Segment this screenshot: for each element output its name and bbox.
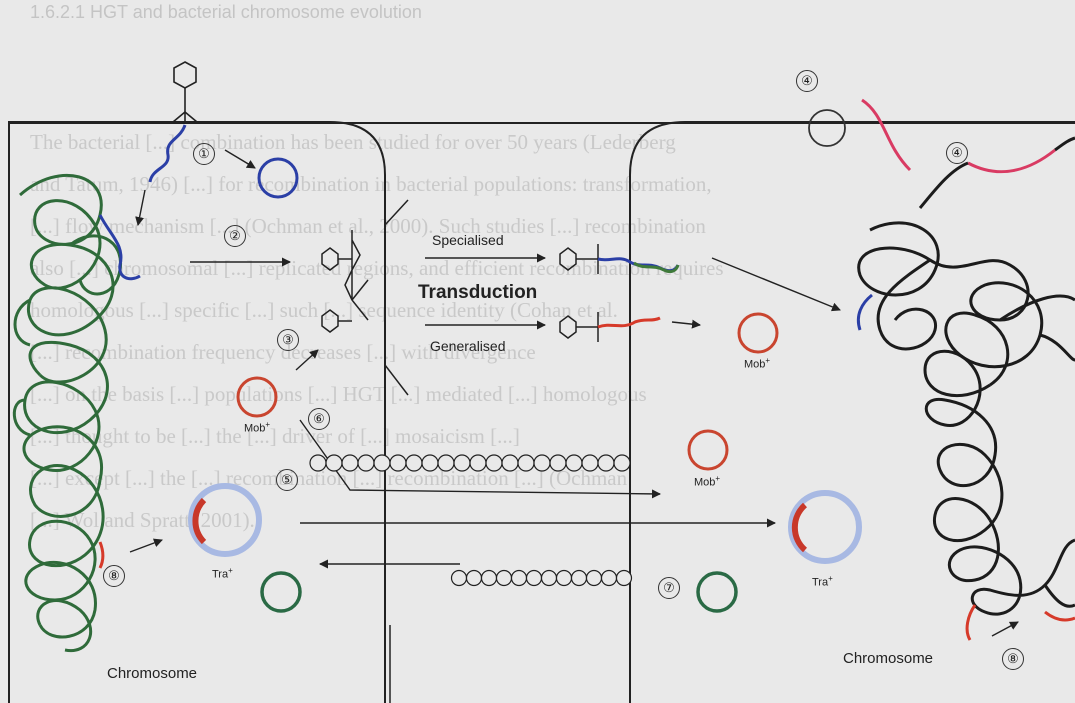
right-chromosome [859, 223, 1075, 614]
pilus-bead [470, 455, 486, 471]
pilus-bead [542, 571, 557, 586]
plus-sign: + [715, 474, 720, 483]
chromosome-label-right: Chromosome [843, 650, 933, 667]
right-chromosome-pink-segment [968, 150, 1055, 172]
step-5-marker: ⑤ [276, 469, 298, 491]
pilus-bead [518, 455, 534, 471]
transduction-label: Transduction [418, 282, 537, 304]
mob-label-recipient: Mob+ [744, 356, 770, 371]
pilus-bead [422, 455, 438, 471]
pilus-bead [486, 455, 502, 471]
pilus-bead [557, 571, 572, 586]
mob-plasmid-recipient [739, 314, 777, 352]
step-8-marker-right: ⑧ [1002, 648, 1024, 670]
pilus-bead [482, 571, 497, 586]
pilus-bead [310, 455, 326, 471]
pilus-bottom [452, 571, 632, 586]
pilus-bead [438, 455, 454, 471]
green-plasmid-donor [262, 573, 300, 611]
step-3-marker: ③ [277, 329, 299, 351]
left-chromosome-red-segment [100, 542, 103, 568]
blue-circular-dna [259, 159, 297, 197]
pilus-bead [452, 571, 467, 586]
chromosome-label-left: Chromosome [107, 665, 197, 682]
tra-label-donor: Tra+ [212, 566, 233, 581]
transducing-phages [560, 244, 598, 342]
phage-dna-blue [150, 125, 185, 182]
mob-plasmid-donor [238, 378, 276, 416]
pilus-bead [390, 455, 406, 471]
pilus-bead [617, 571, 632, 586]
pilus-bead [527, 571, 542, 586]
pilus-bead [614, 455, 630, 471]
step-4-marker-outside: ④ [796, 70, 818, 92]
plus-sign: + [228, 566, 233, 575]
pilus-bead [406, 455, 422, 471]
pilus-bead [572, 571, 587, 586]
pilus-bead [454, 455, 470, 471]
pilus-bead [534, 455, 550, 471]
pilus-bead [342, 455, 358, 471]
tra-plasmid-donor [191, 486, 259, 554]
generalised-label: Generalised [430, 338, 506, 354]
tra-plasmid-recipient [791, 493, 859, 561]
step-8-marker-left: ⑧ [103, 565, 125, 587]
mob-label-transferred: Mob+ [694, 474, 720, 489]
pilus-bead [374, 455, 390, 471]
pilus-top [310, 455, 630, 471]
tra-label-recipient: Tra+ [812, 574, 833, 589]
pilus-bead [326, 455, 342, 471]
free-circular-dna [809, 110, 845, 146]
specialised-label: Specialised [432, 232, 504, 248]
pilus-bead [566, 455, 582, 471]
tra-text: Tra [212, 569, 228, 581]
green-plasmid-recipient [698, 573, 736, 611]
plus-sign: + [765, 356, 770, 365]
pilus-bead [467, 571, 482, 586]
phage-infecting [173, 62, 197, 124]
pilus-bead [550, 455, 566, 471]
phage-assembly-left [322, 200, 408, 395]
step-6-marker: ⑥ [308, 408, 330, 430]
donor-blue-dna [100, 215, 140, 279]
right-chromosome-blue-segment [858, 295, 872, 330]
pilus-bead [582, 455, 598, 471]
pilus-bead [512, 571, 527, 586]
pilus-bead [358, 455, 374, 471]
right-chromosome-red-segment [967, 605, 975, 640]
right-cell-membrane [630, 122, 1075, 703]
pilus-bead [598, 455, 614, 471]
step-4-marker-chromosome: ④ [946, 142, 968, 164]
tra-text: Tra [812, 577, 828, 589]
mob-text: Mob [694, 477, 715, 489]
step-2-marker: ② [224, 225, 246, 247]
step-7-marker: ⑦ [658, 577, 680, 599]
pilus-bead [602, 571, 617, 586]
mob-plasmid-transferred [689, 431, 727, 469]
pilus-bead [497, 571, 512, 586]
free-linear-dna [862, 100, 910, 170]
step-1-marker: ① [193, 143, 215, 165]
pilus-bead [587, 571, 602, 586]
mob-label-donor: Mob+ [244, 420, 270, 435]
pilus-bead [502, 455, 518, 471]
plus-sign: + [828, 574, 833, 583]
mob-text: Mob [744, 359, 765, 371]
mob-text: Mob [244, 423, 265, 435]
plus-sign: + [265, 420, 270, 429]
